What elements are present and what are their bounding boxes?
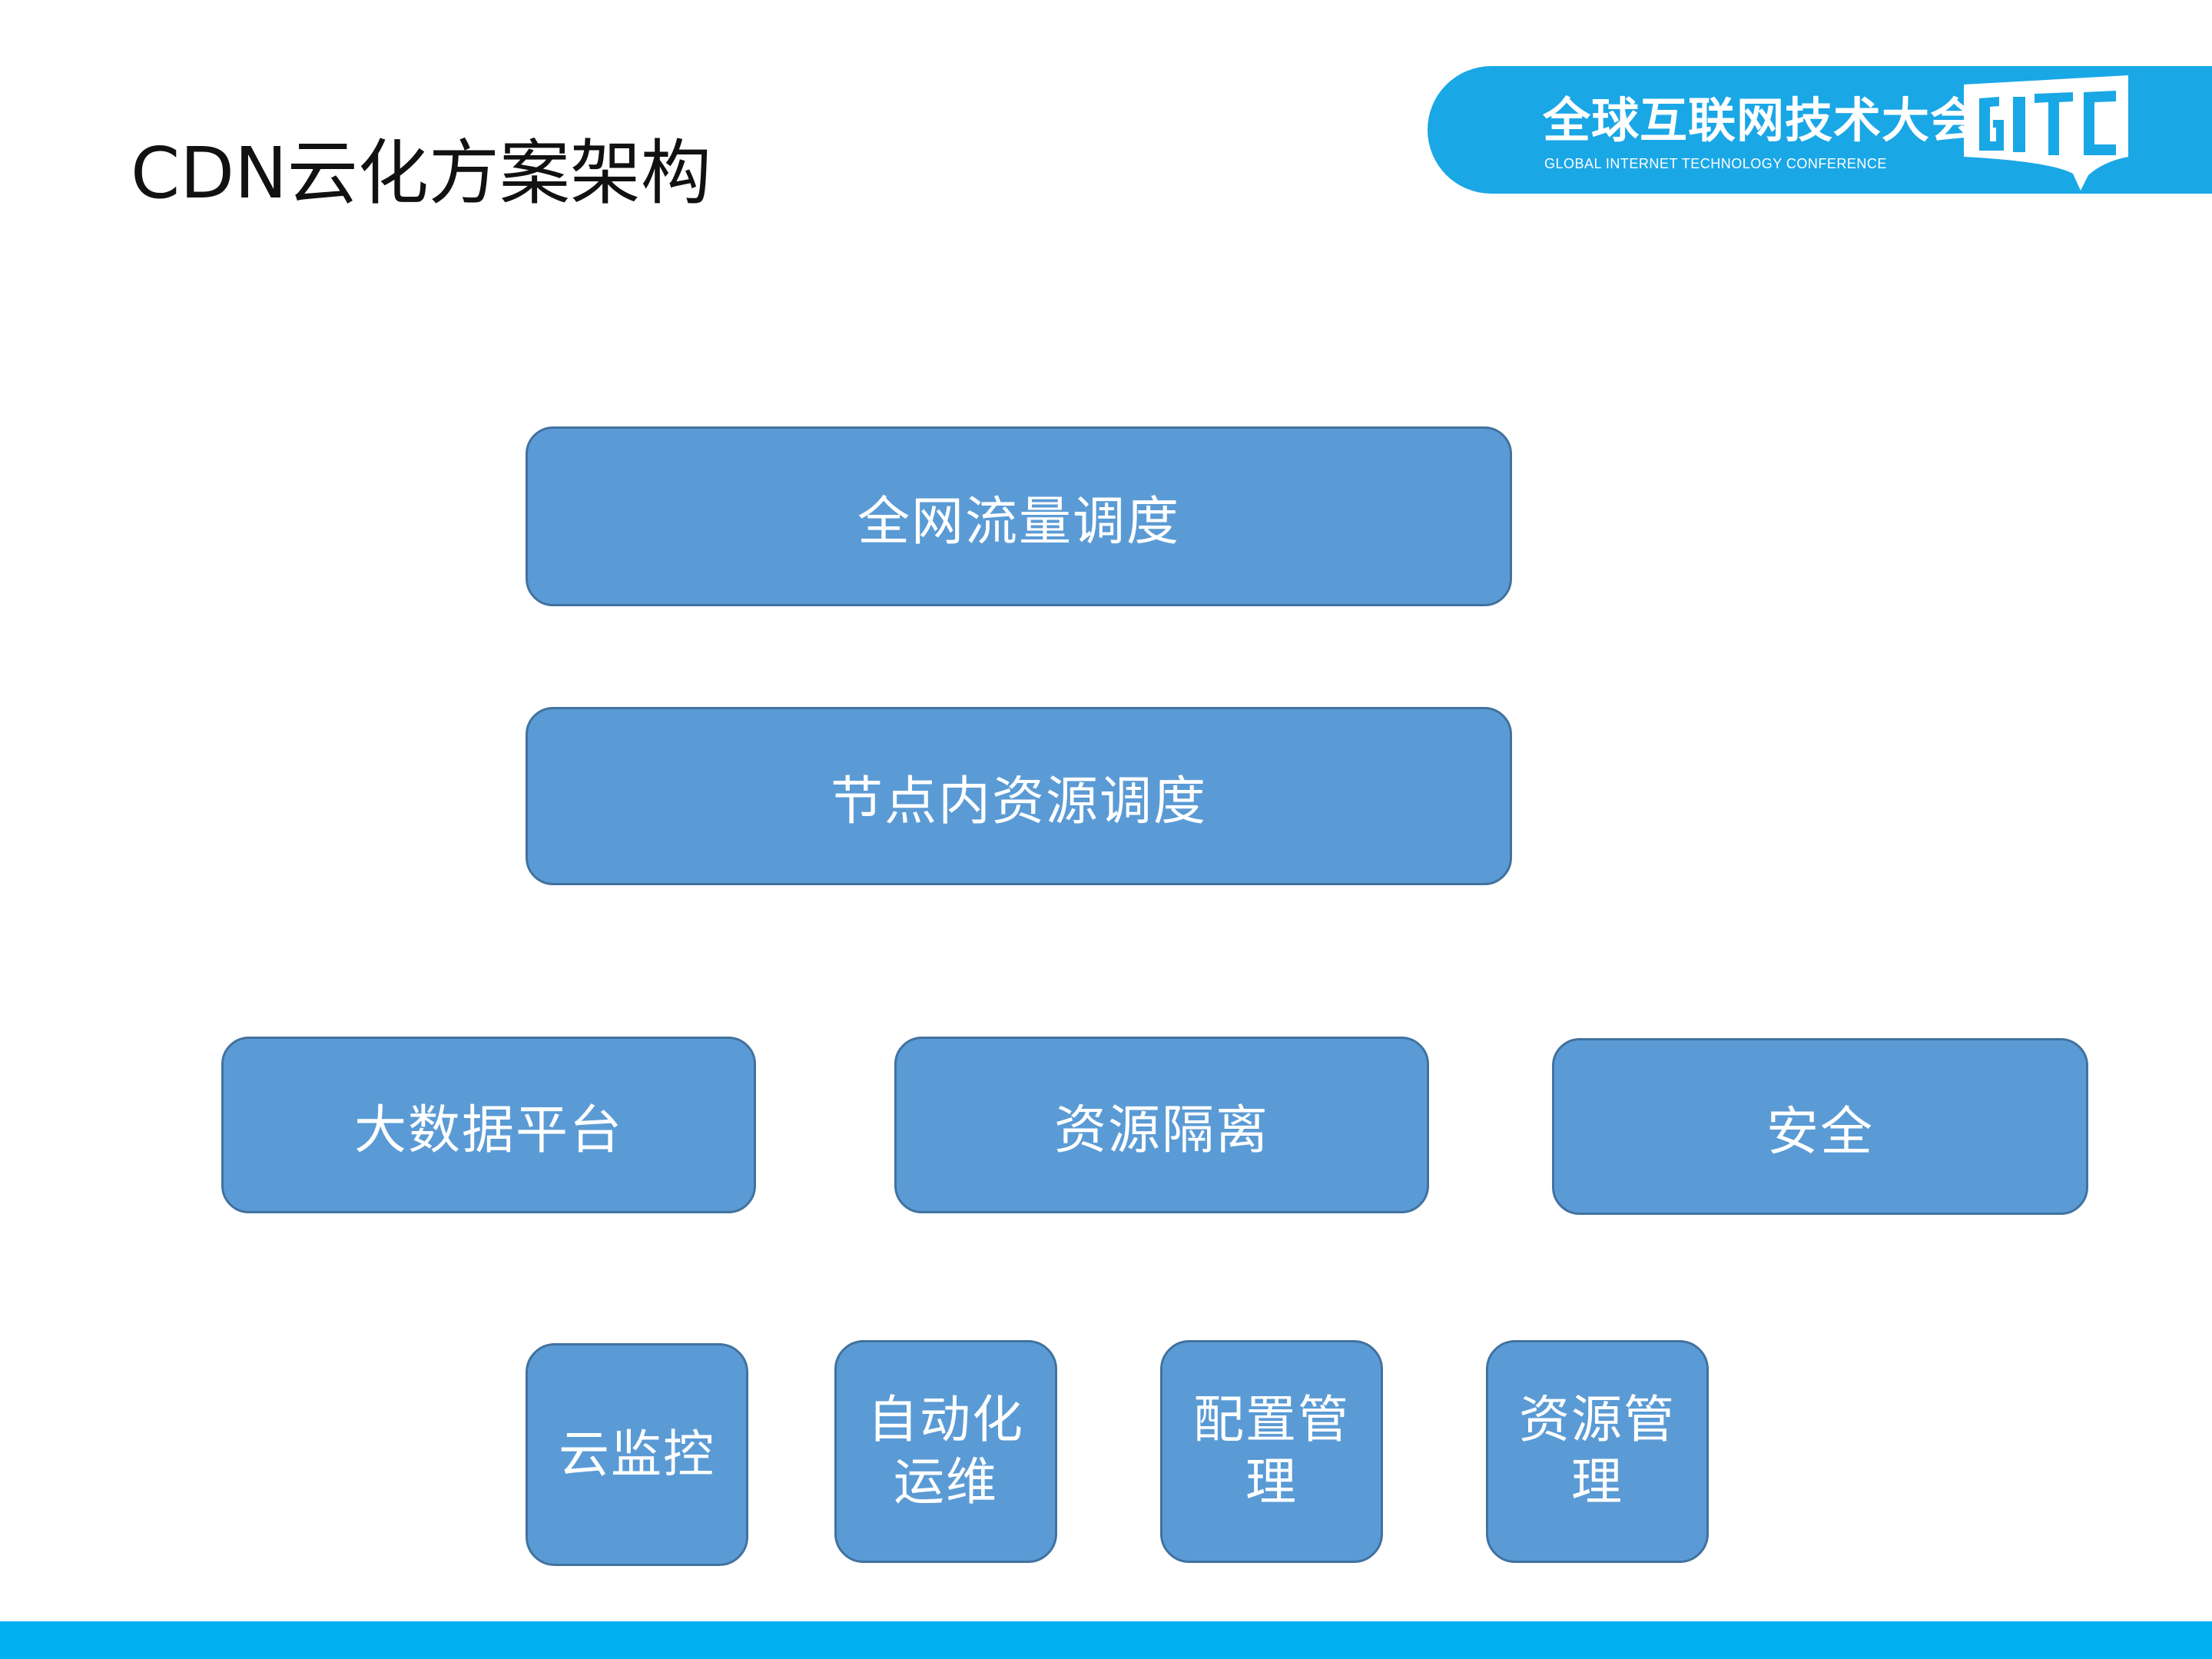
- logo-title-cn: 全球互联网技术大会: [1543, 92, 1979, 148]
- box-node-resource-scheduling: 节点内资源调度: [526, 707, 1512, 885]
- bottom-accent-bar: [0, 1621, 2212, 1659]
- box-automated-ops: 自动化运维: [834, 1340, 1057, 1563]
- box-resource-management: 资源管理: [1486, 1340, 1709, 1563]
- box-label: 自动化运维: [867, 1390, 1024, 1511]
- box-big-data-platform: 大数据平台: [221, 1037, 756, 1213]
- box-label: 云监控: [559, 1424, 715, 1484]
- box-global-traffic-scheduling: 全网流量调度: [526, 426, 1512, 606]
- gitc-logo-icon: [1964, 75, 2128, 191]
- box-label: 安全: [1766, 1101, 1874, 1163]
- box-label: 资源隔离: [1053, 1100, 1269, 1161]
- box-label: 节点内资源调度: [830, 771, 1207, 832]
- slide-title: CDN云化方案架构: [131, 132, 711, 214]
- logo-title-en: GLOBAL INTERNET TECHNOLOGY CONFERENCE: [1544, 156, 1887, 171]
- box-label: 全网流量调度: [857, 491, 1180, 552]
- box-security: 安全: [1552, 1038, 2088, 1215]
- box-resource-isolation: 资源隔离: [894, 1037, 1429, 1213]
- box-label: 配置管理: [1193, 1390, 1350, 1511]
- box-config-management: 配置管理: [1160, 1340, 1383, 1563]
- conference-logo-banner: 全球互联网技术大会 GLOBAL INTERNET TECHNOLOGY CON…: [1428, 66, 2212, 194]
- box-cloud-monitoring: 云监控: [526, 1343, 748, 1566]
- box-label: 大数据平台: [353, 1100, 623, 1161]
- box-label: 资源管理: [1519, 1390, 1676, 1511]
